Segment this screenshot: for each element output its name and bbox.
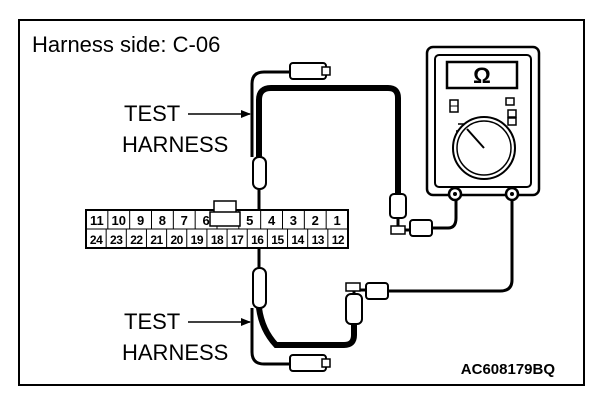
pin-15: 15 [271, 233, 284, 247]
harness-label-lower: HARNESS [122, 340, 228, 365]
pin-16: 16 [251, 233, 264, 247]
pin-20: 20 [171, 233, 184, 247]
diagram-title: Harness side: C-06 [32, 32, 220, 57]
harness-label-upper: HARNESS [122, 132, 228, 157]
test-label-upper: TEST [124, 101, 180, 126]
meter-lead-connector-lower [345, 194, 514, 325]
pin-23: 23 [110, 233, 123, 247]
meter-lead-connector-upper [389, 193, 458, 237]
connector-latch-base [209, 211, 241, 227]
ohm-icon: Ω [473, 63, 491, 88]
pin-6: 6 [202, 213, 209, 228]
pin-4: 4 [268, 213, 276, 228]
pin-10: 10 [112, 213, 126, 228]
pin-9: 9 [137, 213, 144, 228]
pin-1: 1 [333, 213, 340, 228]
figure-code: AC608179BQ [461, 361, 556, 378]
pin-3: 3 [290, 213, 297, 228]
pin-2: 2 [312, 213, 319, 228]
test-harness-lower [250, 248, 357, 372]
pin-22: 22 [130, 233, 143, 247]
pin-18: 18 [211, 233, 224, 247]
pin-7: 7 [181, 213, 188, 228]
test-harness-upper [250, 62, 401, 211]
pin-12: 12 [332, 233, 345, 247]
ohmmeter: Ω [425, 45, 541, 202]
pin-19: 19 [191, 233, 204, 247]
pin-11: 11 [90, 213, 104, 228]
open-terminal-upper [289, 62, 327, 80]
meter-display [445, 60, 519, 90]
pin-5: 5 [246, 213, 253, 228]
test-label-lower: TEST [124, 309, 180, 334]
pin-14: 14 [291, 233, 304, 247]
pin-21: 21 [150, 233, 163, 247]
pin-8: 8 [159, 213, 166, 228]
pin-17: 17 [231, 233, 244, 247]
pin-24: 24 [90, 233, 103, 247]
open-terminal-lower [289, 354, 327, 372]
pin-13: 13 [312, 233, 325, 247]
diagram-border [18, 19, 585, 386]
